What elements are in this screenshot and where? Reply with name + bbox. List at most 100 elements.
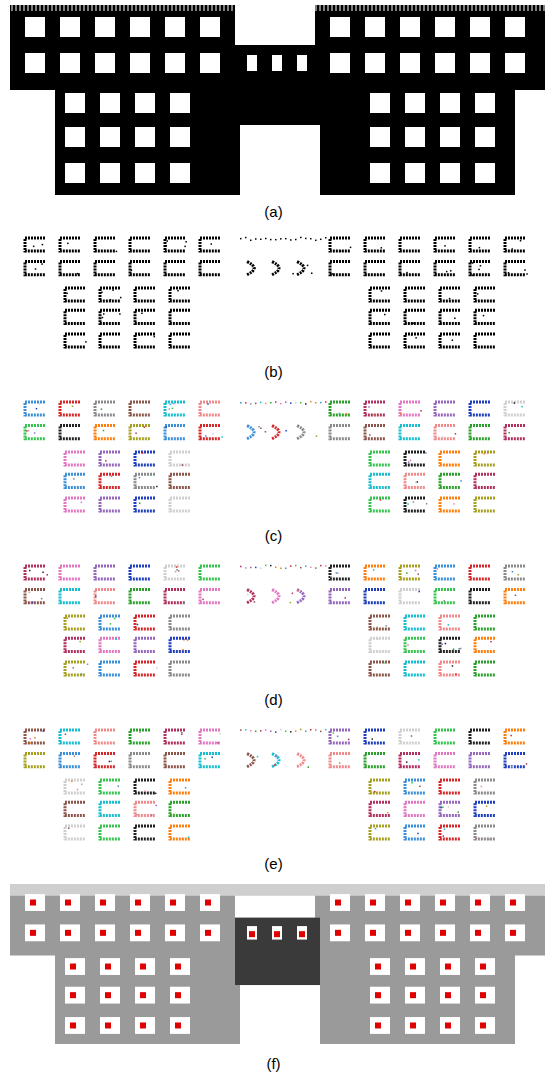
noise-point bbox=[411, 782, 413, 784]
noise-point bbox=[515, 595, 517, 597]
window-points bbox=[25, 590, 45, 603]
noise-point bbox=[477, 293, 479, 295]
scan-stripe bbox=[216, 5, 217, 11]
noise-point bbox=[311, 272, 313, 274]
scan-stripe bbox=[400, 5, 401, 11]
noise-point bbox=[490, 641, 492, 643]
noise-point bbox=[176, 569, 178, 571]
window-center-marker bbox=[135, 900, 141, 906]
window-opening bbox=[370, 127, 390, 147]
noise-point bbox=[285, 730, 287, 732]
noise-point bbox=[295, 565, 297, 567]
noise-point bbox=[85, 341, 87, 343]
window-points bbox=[370, 780, 390, 793]
noise-point bbox=[219, 733, 221, 735]
window-center-marker bbox=[445, 1022, 451, 1028]
panel-label: (b) bbox=[0, 363, 547, 381]
window-opening bbox=[370, 93, 390, 113]
window-points bbox=[435, 730, 455, 743]
window-points bbox=[65, 662, 85, 675]
noise-point bbox=[305, 238, 307, 240]
window-opening bbox=[475, 958, 495, 975]
window-opening bbox=[330, 894, 350, 911]
window-points bbox=[405, 638, 425, 651]
noise-point bbox=[334, 238, 336, 240]
window-center-marker bbox=[375, 1022, 381, 1028]
noise-point bbox=[240, 729, 242, 731]
window-points bbox=[135, 310, 155, 323]
window-opening bbox=[165, 53, 185, 73]
noise-point bbox=[65, 733, 67, 735]
noise-point bbox=[181, 732, 183, 734]
noise-point bbox=[260, 239, 262, 241]
scan-stripe bbox=[228, 5, 229, 11]
scan-stripe bbox=[316, 5, 317, 11]
window-points bbox=[440, 498, 460, 511]
noise-point bbox=[339, 413, 341, 415]
noise-point bbox=[154, 336, 156, 338]
noise-point bbox=[372, 738, 374, 740]
window-opening bbox=[365, 53, 385, 73]
noise-point bbox=[415, 570, 417, 572]
scan-stripe bbox=[372, 5, 373, 11]
noise-point bbox=[413, 501, 415, 503]
noise-point bbox=[325, 565, 327, 567]
noise-point bbox=[183, 603, 185, 605]
window-points bbox=[65, 802, 85, 815]
window-center-marker bbox=[440, 900, 446, 906]
panel-label-text: (b) bbox=[262, 363, 284, 380]
facade-shade bbox=[235, 918, 320, 985]
window-points bbox=[100, 474, 120, 487]
window-points bbox=[505, 754, 525, 767]
panel-label: (d) bbox=[0, 691, 547, 709]
window-points bbox=[440, 662, 460, 675]
scan-stripe bbox=[508, 5, 509, 11]
noise-point bbox=[320, 402, 322, 404]
noise-point bbox=[315, 567, 317, 569]
noise-point bbox=[386, 625, 388, 627]
facade-shade bbox=[10, 884, 545, 896]
scan-stripe bbox=[328, 5, 329, 11]
noise-point bbox=[260, 568, 262, 570]
scan-stripe bbox=[524, 5, 525, 11]
noise-point bbox=[458, 648, 460, 650]
window-center-marker bbox=[274, 931, 280, 937]
noise-point bbox=[443, 600, 445, 602]
window-opening bbox=[100, 93, 120, 113]
noise-point bbox=[222, 436, 224, 438]
scan-stripe bbox=[452, 5, 453, 11]
noise-point bbox=[29, 570, 31, 572]
window-opening bbox=[330, 17, 350, 37]
scan-stripe bbox=[408, 5, 409, 11]
window-center-marker bbox=[375, 964, 381, 970]
noise-point bbox=[285, 430, 287, 432]
window-opening bbox=[505, 53, 525, 73]
window-points bbox=[505, 262, 525, 275]
window-opening bbox=[135, 163, 155, 183]
noise-point bbox=[387, 812, 389, 814]
window-points bbox=[60, 566, 80, 579]
window-opening bbox=[170, 127, 190, 147]
window-center-marker bbox=[370, 900, 376, 906]
noise-point bbox=[292, 273, 294, 275]
window-opening bbox=[365, 924, 385, 941]
window-points bbox=[405, 780, 425, 793]
scan-stripe bbox=[296, 5, 297, 11]
window-opening bbox=[370, 987, 390, 1004]
window-points bbox=[405, 662, 425, 675]
noise-point bbox=[290, 602, 292, 604]
window-points bbox=[100, 662, 120, 675]
window-points bbox=[165, 754, 185, 767]
panel-result bbox=[10, 884, 545, 1044]
scan-stripe bbox=[540, 5, 541, 11]
scan-stripe bbox=[300, 5, 301, 11]
noise-point bbox=[217, 742, 219, 744]
noise-point bbox=[265, 403, 267, 405]
scan-stripe bbox=[488, 5, 489, 11]
noise-point bbox=[42, 572, 44, 574]
window-points bbox=[25, 426, 45, 439]
window-opening bbox=[25, 17, 45, 37]
noise-point bbox=[419, 786, 421, 788]
noise-point bbox=[109, 761, 111, 763]
noise-point bbox=[445, 643, 447, 645]
